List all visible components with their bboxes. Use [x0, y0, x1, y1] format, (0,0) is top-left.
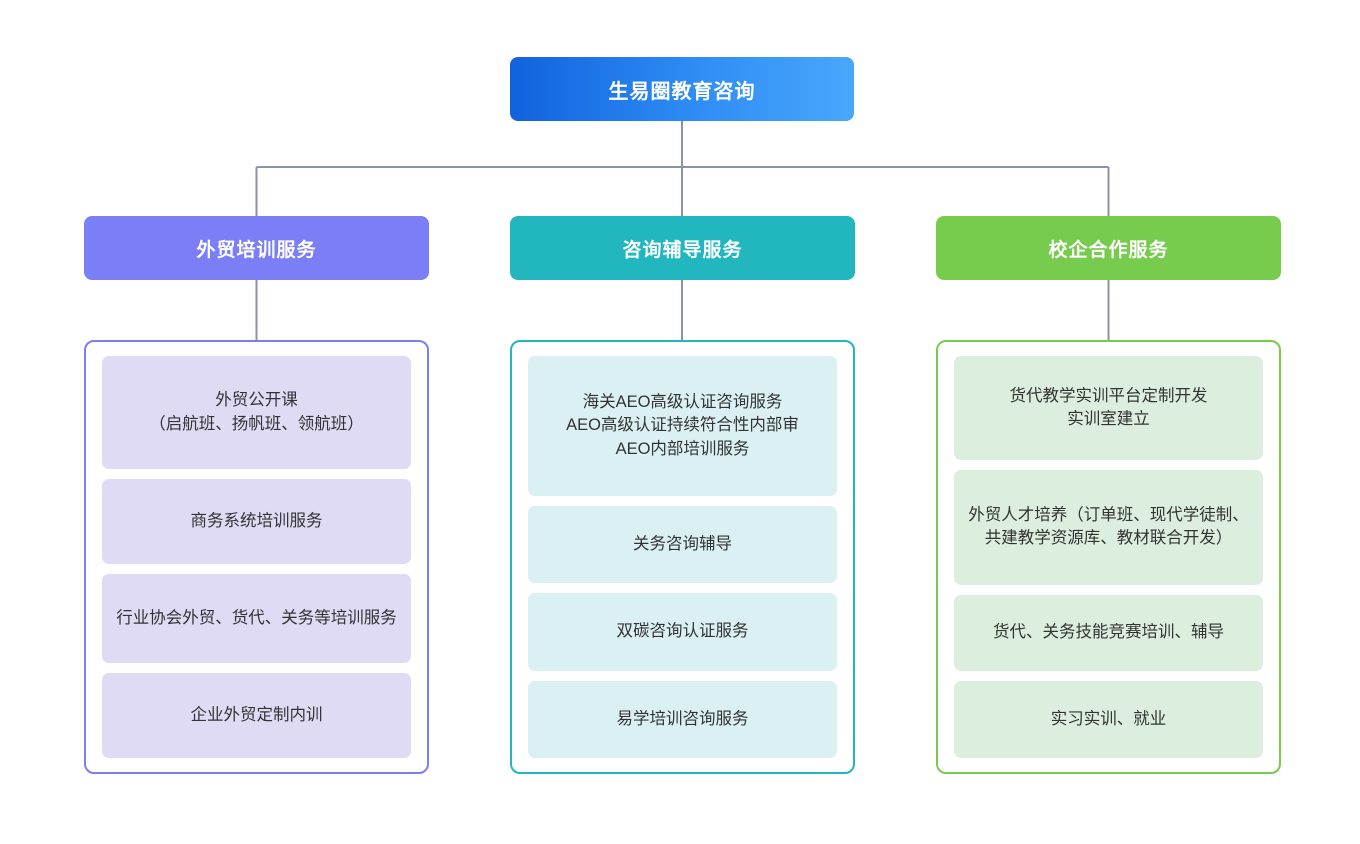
service-card[interactable]: 货代、关务技能竞赛培训、辅导	[954, 594, 1263, 672]
category-header-0[interactable]: 外贸培训服务	[84, 216, 429, 280]
service-card[interactable]: 海关AEO高级认证咨询服务 AEO高级认证持续符合性内部审 AEO内部培训服务	[528, 356, 837, 496]
service-card[interactable]: 双碳咨询认证服务	[528, 593, 837, 671]
items-container-1: 海关AEO高级认证咨询服务 AEO高级认证持续符合性内部审 AEO内部培训服务 …	[510, 340, 855, 774]
service-card[interactable]: 货代教学实训平台定制开发 实训室建立	[954, 356, 1263, 460]
service-card[interactable]: 外贸人才培养（订单班、现代学徒制、共建教学资源库、教材联合开发）	[954, 469, 1263, 585]
category-header-label-2: 校企合作服务	[1048, 239, 1169, 261]
service-card[interactable]: 行业协会外贸、货代、关务等培训服务	[102, 573, 411, 664]
branch-column-school-enterprise: 校企合作服务 货代教学实训平台定制开发 实训室建立 外贸人才培养（订单班、现代学…	[936, 216, 1281, 774]
service-card[interactable]: 商务系统培训服务	[102, 479, 411, 564]
service-card[interactable]: 关务咨询辅导	[528, 505, 837, 584]
service-card[interactable]: 实习实训、就业	[954, 681, 1263, 758]
category-header-1[interactable]: 咨询辅导服务	[510, 216, 855, 280]
service-card[interactable]: 企业外贸定制内训	[102, 673, 411, 759]
category-header-label-1: 咨询辅导服务	[622, 239, 743, 261]
category-header-label-0: 外贸培训服务	[196, 239, 317, 261]
items-container-2: 货代教学实训平台定制开发 实训室建立 外贸人才培养（订单班、现代学徒制、共建教学…	[936, 340, 1281, 774]
category-header-2[interactable]: 校企合作服务	[936, 216, 1281, 280]
root-node[interactable]: 生易圈教育咨询	[510, 57, 854, 121]
service-card[interactable]: 易学培训咨询服务	[528, 680, 837, 758]
branch-column-consulting-tutoring: 咨询辅导服务 海关AEO高级认证咨询服务 AEO高级认证持续符合性内部审 AEO…	[510, 216, 855, 774]
service-card[interactable]: 外贸公开课 （启航班、扬帆班、领航班）	[102, 356, 411, 470]
branch-column-foreign-trade-training: 外贸培训服务 外贸公开课 （启航班、扬帆班、领航班） 商务系统培训服务 行业协会…	[84, 216, 429, 774]
root-node-label: 生易圈教育咨询	[608, 80, 756, 103]
items-container-0: 外贸公开课 （启航班、扬帆班、领航班） 商务系统培训服务 行业协会外贸、货代、关…	[84, 340, 429, 774]
